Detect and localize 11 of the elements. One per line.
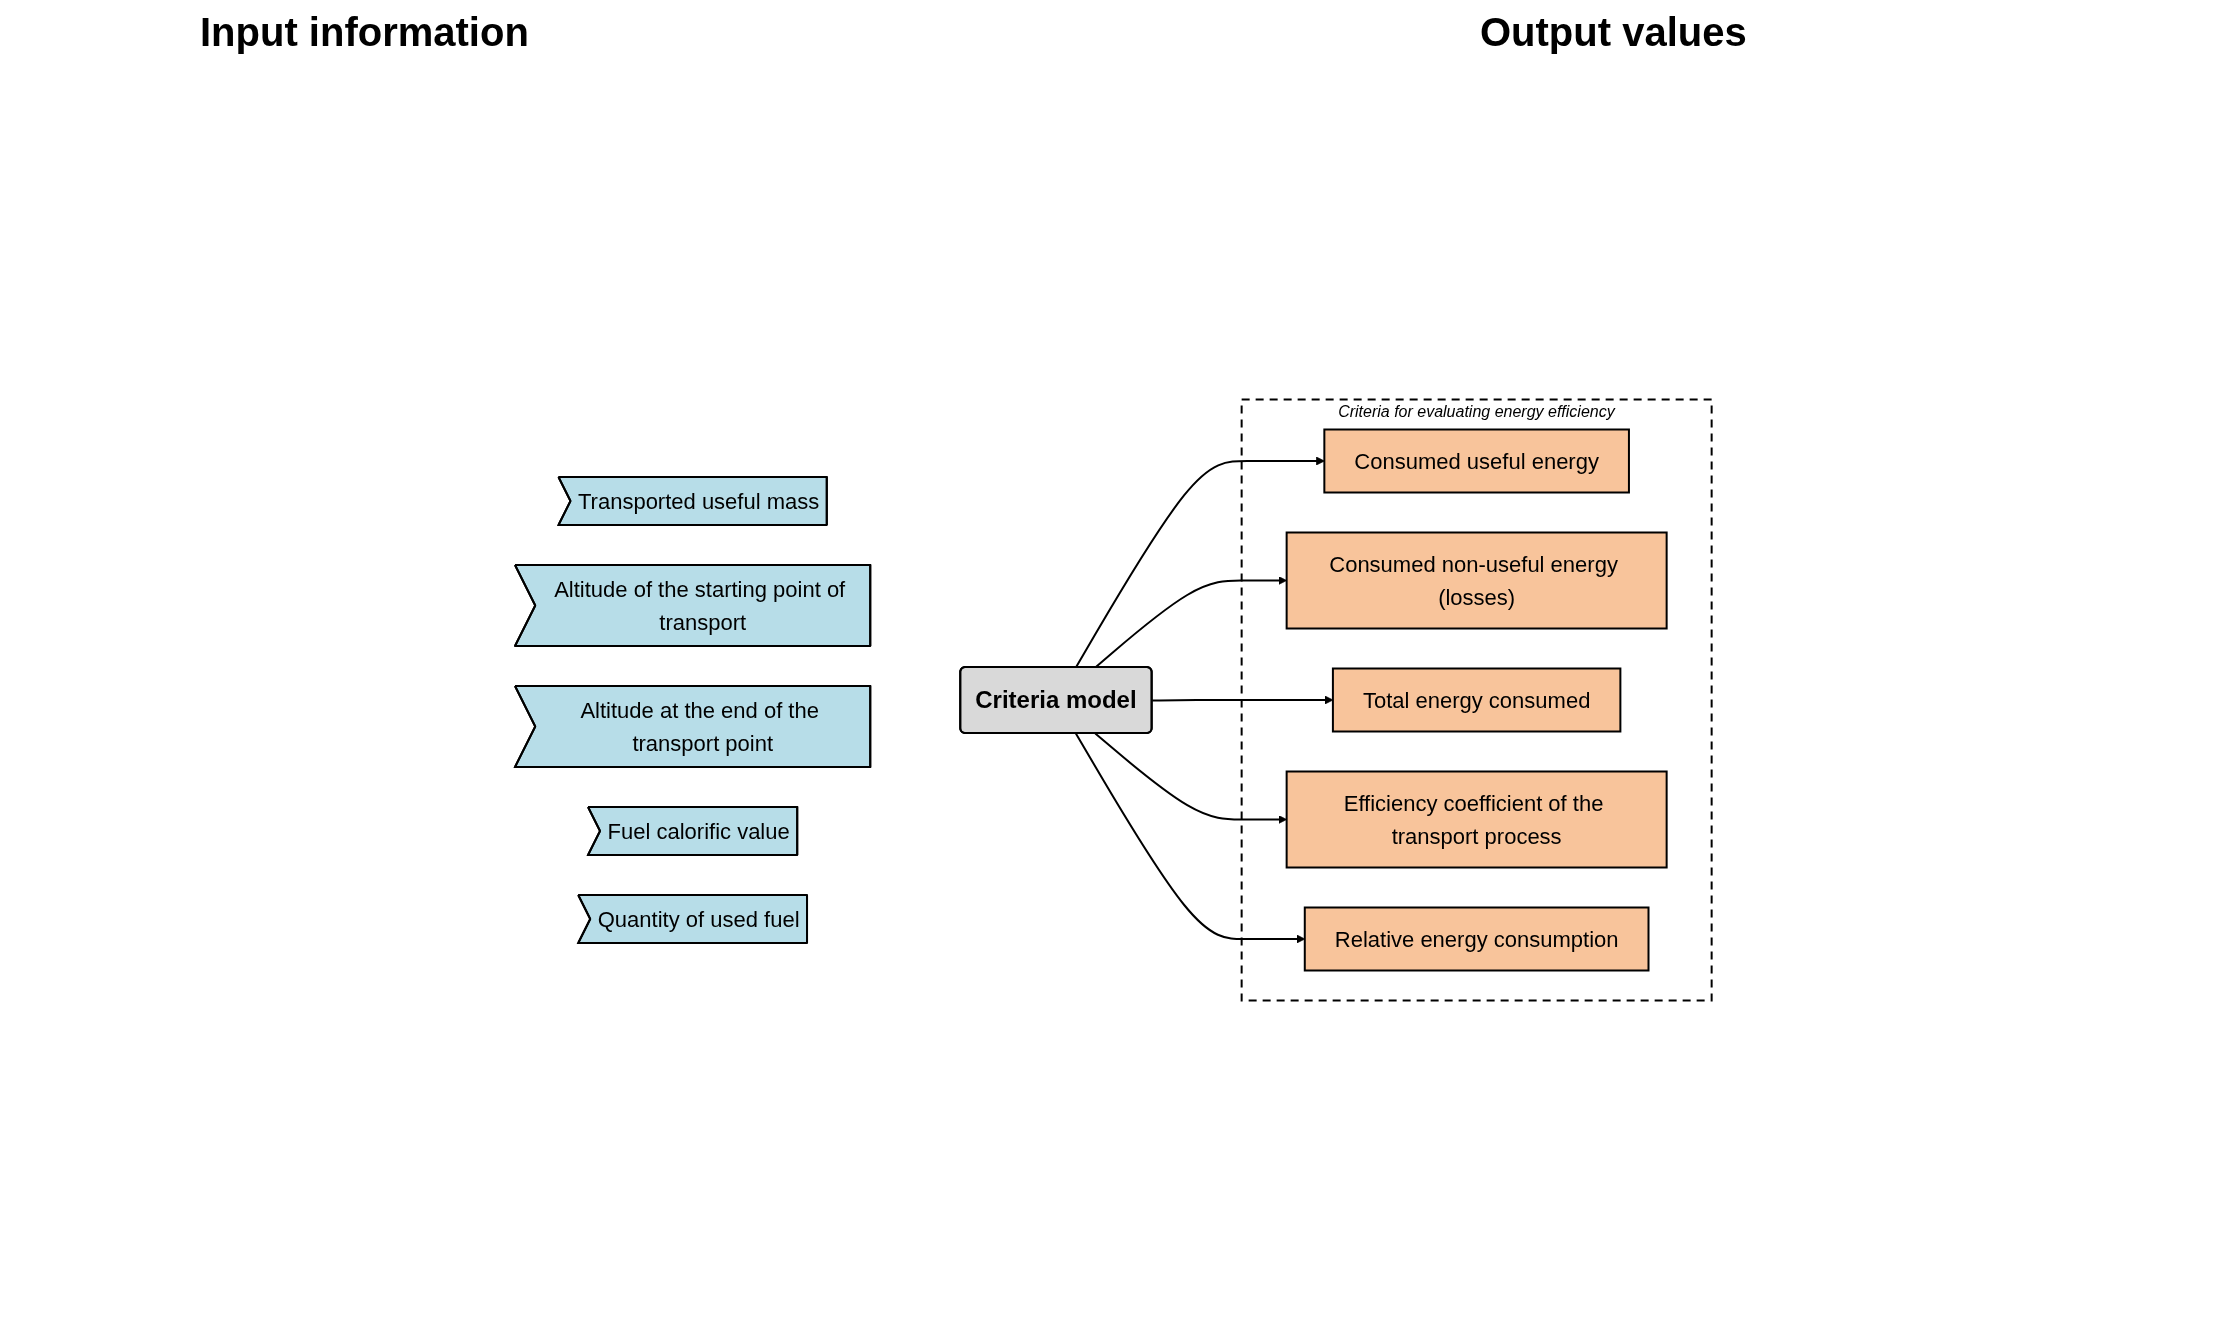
column-heading: Output values (1480, 10, 1747, 55)
node-box: Total energy consumed (1331, 667, 1622, 733)
node-box: Relative energy consumption (1303, 906, 1650, 972)
node-box: Consumed useful energy (1323, 428, 1630, 494)
column-heading: Input information (200, 10, 529, 55)
node-box: Efficiency coefficient of the transport process (1285, 770, 1668, 869)
node-box: Consumed non-useful energy (losses) (1285, 531, 1668, 630)
arrow (1093, 732, 1287, 824)
arrow (1074, 456, 1325, 669)
arrow (1093, 576, 1287, 669)
arrow (1074, 732, 1305, 944)
